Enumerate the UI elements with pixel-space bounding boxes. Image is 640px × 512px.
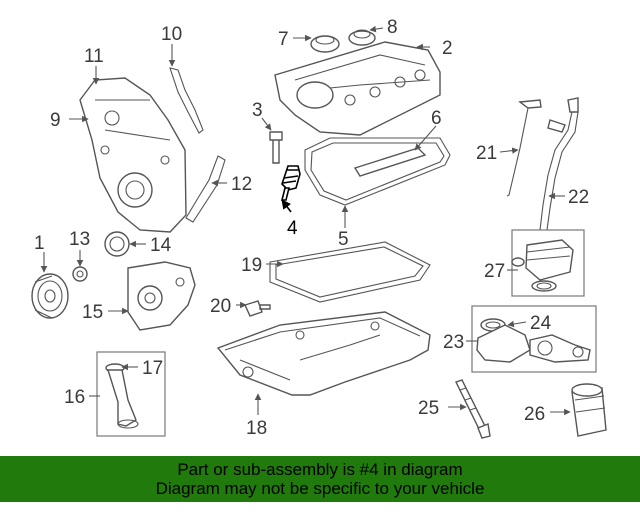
callout-8: 8 bbox=[387, 17, 398, 38]
leader-6 bbox=[414, 125, 437, 151]
filter-adapter-box bbox=[471, 305, 597, 373]
oil-filter bbox=[571, 383, 607, 437]
callout-10: 10 bbox=[161, 24, 182, 45]
callout-26: 26 bbox=[524, 404, 545, 425]
callout-18: 18 bbox=[246, 418, 267, 439]
pickup-tube-box bbox=[96, 351, 166, 437]
callout-2: 2 bbox=[442, 38, 453, 59]
callout-25: 25 bbox=[418, 398, 439, 419]
leader-21 bbox=[499, 147, 519, 154]
callout-22: 22 bbox=[568, 187, 589, 208]
pcv-valve-part-4 bbox=[280, 165, 301, 201]
banner-line-1: Part or sub-assembly is #4 in diagram bbox=[177, 460, 463, 479]
leader-24 bbox=[507, 320, 527, 328]
callout-3: 3 bbox=[252, 100, 263, 121]
seal-13 bbox=[72, 266, 88, 282]
callout-9: 9 bbox=[50, 110, 61, 131]
spark-plug-seal bbox=[353, 147, 427, 177]
leader-3 bbox=[261, 117, 272, 131]
oil-pan-gasket bbox=[269, 241, 431, 303]
callout-16: 16 bbox=[64, 387, 85, 408]
callout-17: 17 bbox=[142, 358, 163, 379]
valve-cover-gasket bbox=[304, 137, 451, 206]
bolt-3 bbox=[269, 131, 283, 164]
dipstick-tube bbox=[539, 97, 579, 231]
callout-24: 24 bbox=[530, 313, 552, 334]
callout-14: 14 bbox=[150, 235, 172, 256]
oil-pan bbox=[216, 311, 431, 396]
o-ring-14 bbox=[104, 231, 130, 257]
engine-parts-diagram: 1 2 3 4 5 6 7 8 9 10 11 12 13 14 15 16 1… bbox=[31, 17, 607, 439]
callout-23: 23 bbox=[443, 332, 464, 353]
callout-4: 4 bbox=[287, 218, 298, 239]
callout-20: 20 bbox=[210, 296, 231, 317]
callout-15: 15 bbox=[82, 302, 103, 323]
callout-7: 7 bbox=[278, 29, 289, 50]
valve-cover bbox=[274, 41, 441, 136]
long-bolt bbox=[455, 379, 491, 439]
leader-8 bbox=[369, 25, 384, 33]
banner-line-2: Diagram may not be specific to your vehi… bbox=[155, 479, 485, 498]
oil-pickup-tube bbox=[105, 363, 139, 429]
callout-19: 19 bbox=[241, 255, 262, 276]
oil-pump bbox=[127, 261, 196, 331]
crank-pulley bbox=[31, 273, 69, 319]
callout-11: 11 bbox=[84, 46, 104, 67]
vehicle-fit-banner: Part or sub-assembly is #4 in diagram Di… bbox=[0, 456, 640, 502]
oil-cooler bbox=[511, 239, 574, 292]
callout-13: 13 bbox=[69, 229, 90, 250]
oil-filter-adapter bbox=[476, 318, 591, 363]
callout-6: 6 bbox=[431, 108, 442, 129]
leader-4 bbox=[281, 199, 292, 213]
callout-12: 12 bbox=[231, 174, 252, 195]
callout-1: 1 bbox=[34, 233, 45, 254]
callout-27: 27 bbox=[484, 261, 505, 282]
callout-21: 21 bbox=[476, 143, 497, 164]
timing-gasket bbox=[169, 67, 204, 134]
timing-cover bbox=[79, 77, 187, 233]
callout-5: 5 bbox=[338, 229, 349, 250]
drain-plug bbox=[244, 300, 271, 317]
dipstick bbox=[506, 99, 542, 197]
side-gasket bbox=[185, 155, 226, 223]
